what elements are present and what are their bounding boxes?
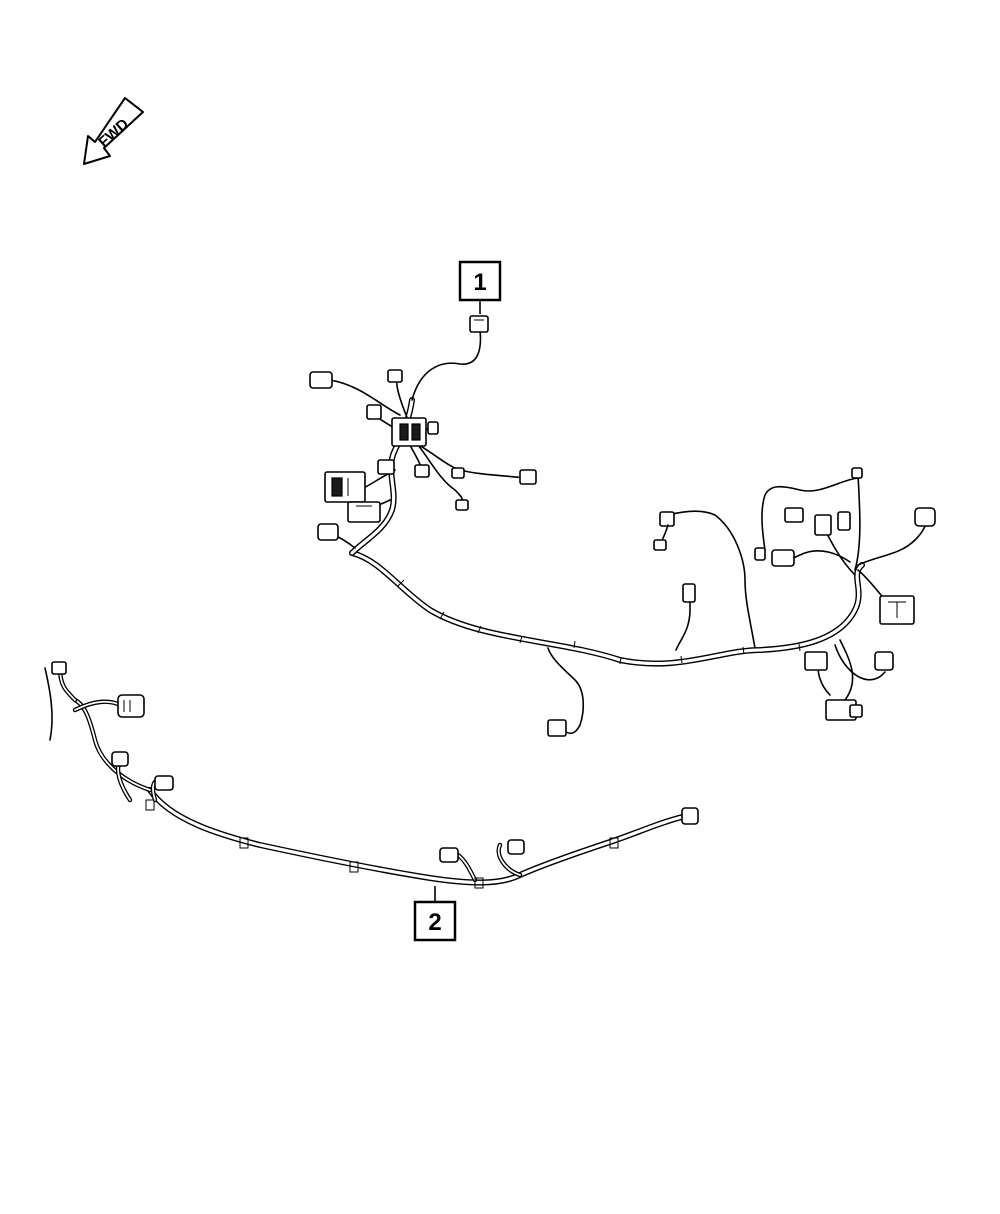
callout-1-number: 1 xyxy=(473,269,486,296)
connector-h2-d xyxy=(507,839,525,855)
connector-center-upright xyxy=(682,583,696,603)
junction-block xyxy=(391,417,427,447)
connector-h2-c xyxy=(439,847,459,863)
callout-2-number: 2 xyxy=(428,909,441,936)
connector-right-top-a xyxy=(784,507,804,523)
connector-right-pin xyxy=(754,547,766,561)
connector-small-a xyxy=(387,369,403,383)
connector-center-pin xyxy=(653,539,667,551)
connector-large xyxy=(324,471,366,503)
connector-h2-top-left xyxy=(51,661,67,675)
connector-small-d xyxy=(414,464,430,478)
connector-right-far xyxy=(914,507,936,527)
connector-medium xyxy=(347,501,381,523)
connector-center-top xyxy=(659,511,675,527)
connector-h2-a xyxy=(111,751,129,767)
connector-right-left xyxy=(771,549,795,567)
connector-small-f xyxy=(451,467,465,479)
connector-top xyxy=(469,315,489,333)
callout-2-box xyxy=(413,900,457,942)
connector-right-short xyxy=(519,469,537,485)
connector-h2-large xyxy=(117,694,145,718)
callout-2: 2 xyxy=(413,886,457,942)
connector-right-top-b xyxy=(814,514,832,536)
connector-right-clip xyxy=(851,467,863,479)
wiring-harness-1 xyxy=(309,315,936,737)
connector-center-drop xyxy=(547,719,567,737)
callout-1-box xyxy=(458,260,502,302)
connector-small-g xyxy=(455,499,469,511)
connector-left-lower xyxy=(317,523,339,541)
connector-h2-b xyxy=(154,775,174,791)
connector-right-mid xyxy=(874,651,894,671)
connector-small-c xyxy=(427,421,439,435)
connector-small-e xyxy=(377,459,395,475)
module-box xyxy=(879,595,915,625)
connector-left-upper xyxy=(309,371,333,389)
forward-direction-arrow: FWD xyxy=(83,97,144,165)
connector-right-low-a xyxy=(804,651,828,671)
callout-1: 1 xyxy=(458,260,502,314)
wiring-harness-2 xyxy=(44,661,699,889)
connector-h2-end xyxy=(681,807,699,825)
connector-right-top-c xyxy=(837,511,851,531)
connector-small-b xyxy=(366,404,382,420)
connector-right-low-c xyxy=(849,704,863,718)
